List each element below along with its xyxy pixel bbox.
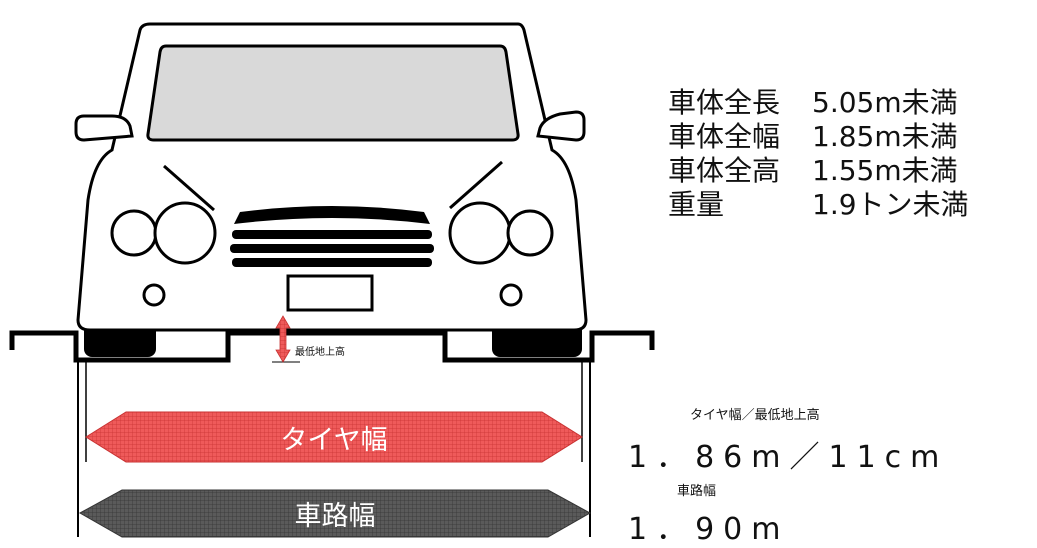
spec-value-weight: 1.9トン未満 xyxy=(812,188,969,221)
tire-width-arrow xyxy=(85,411,583,463)
spec-value-width: 1.85m未満 xyxy=(812,120,958,153)
left-mirror xyxy=(74,114,134,142)
clearance-arrow xyxy=(272,315,300,363)
right-headlight-outer xyxy=(506,209,554,257)
spec-name-width: 車体全幅 xyxy=(668,120,781,153)
left-headlight-outer xyxy=(110,209,158,257)
spec-value-length: 5.05m未満 xyxy=(812,86,958,119)
left-headlight-inner xyxy=(153,201,217,265)
spec-name-weight: 重量 xyxy=(668,188,725,221)
right-mirror xyxy=(536,110,586,142)
license-plate xyxy=(286,274,374,312)
clearance-label: 最低地上高 xyxy=(295,347,345,358)
right-headlight-inner xyxy=(448,201,512,265)
road-width-value: 1．90m xyxy=(628,512,790,547)
tire-width-caption: タイヤ幅／最低地上高 xyxy=(690,408,820,423)
road-width-arrow-label: 車路幅 xyxy=(294,501,376,532)
road-width-caption: 車路幅 xyxy=(677,484,717,499)
spec-name-length: 車体全長 xyxy=(668,86,781,119)
left-fog-light xyxy=(142,283,166,307)
front-grille xyxy=(230,206,434,267)
right-fog-light xyxy=(499,283,523,307)
tire-width-value: 1．86m／11cm xyxy=(628,440,949,475)
tire-width-arrow-label: タイヤ幅 xyxy=(280,425,388,456)
road-profile xyxy=(9,330,655,363)
spec-name-height: 車体全高 xyxy=(668,154,781,187)
windshield xyxy=(146,44,520,142)
road-width-arrow xyxy=(78,489,592,538)
spec-value-height: 1.55m未満 xyxy=(812,154,958,187)
